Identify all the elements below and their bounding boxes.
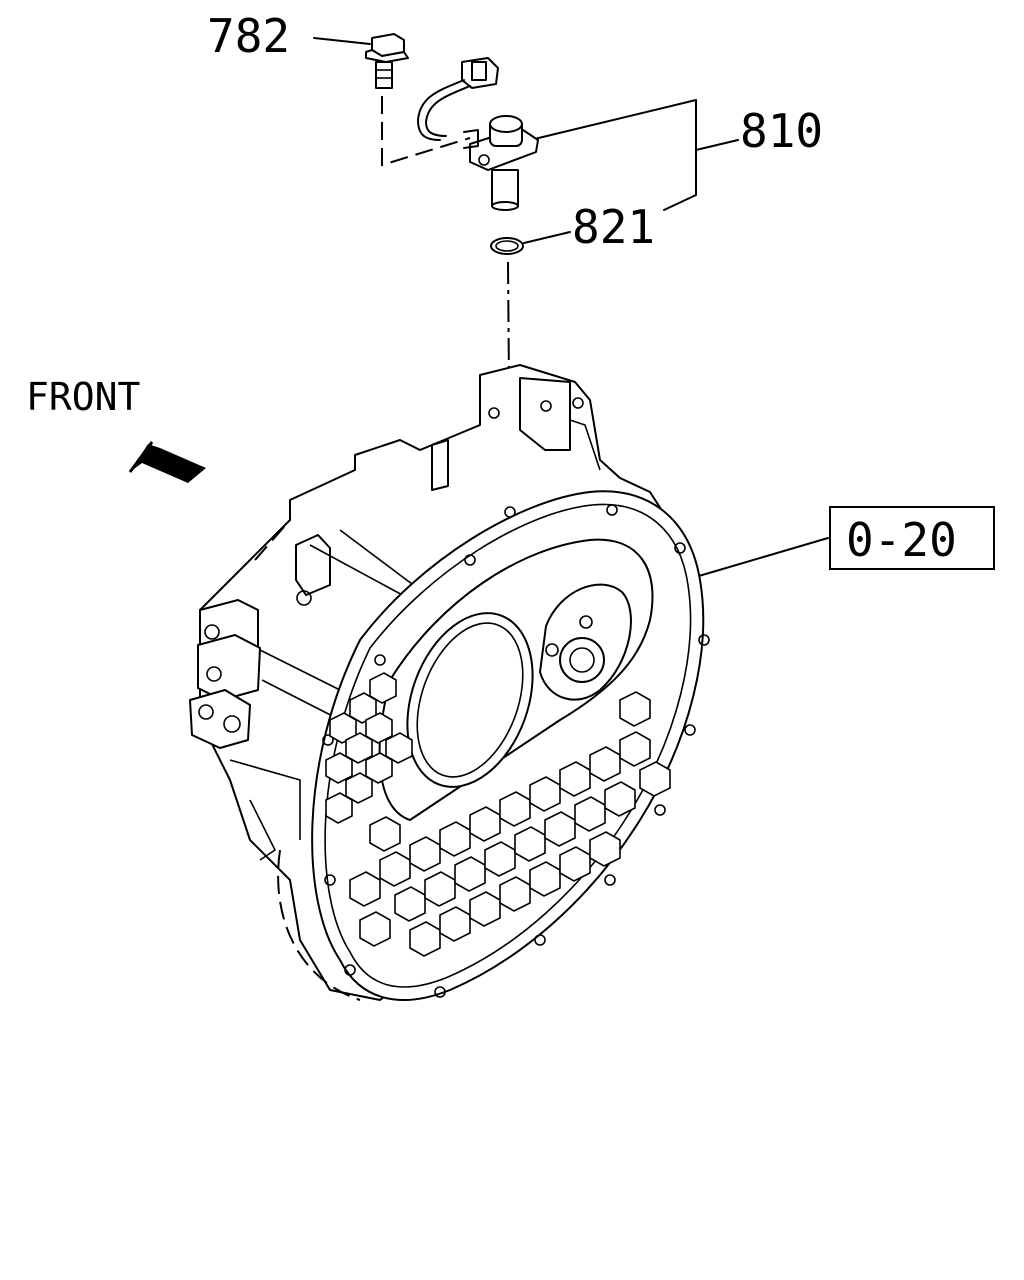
front-label: FRONT xyxy=(26,375,140,419)
flywheel-housing xyxy=(189,364,710,1001)
leader-lines xyxy=(313,37,829,579)
bolt-782 xyxy=(365,33,409,89)
honeycomb-side xyxy=(325,672,413,824)
callout-821: 821 xyxy=(572,200,655,254)
callout-782: 782 xyxy=(207,9,290,63)
reference-box: 0-20 xyxy=(829,506,995,570)
oring-821 xyxy=(490,237,524,255)
reference-label: 0-20 xyxy=(846,513,957,567)
callout-810: 810 xyxy=(740,104,823,158)
honeycomb-grid xyxy=(349,691,671,957)
sensor-810 xyxy=(417,57,539,211)
front-direction-arrow-icon xyxy=(128,441,206,483)
